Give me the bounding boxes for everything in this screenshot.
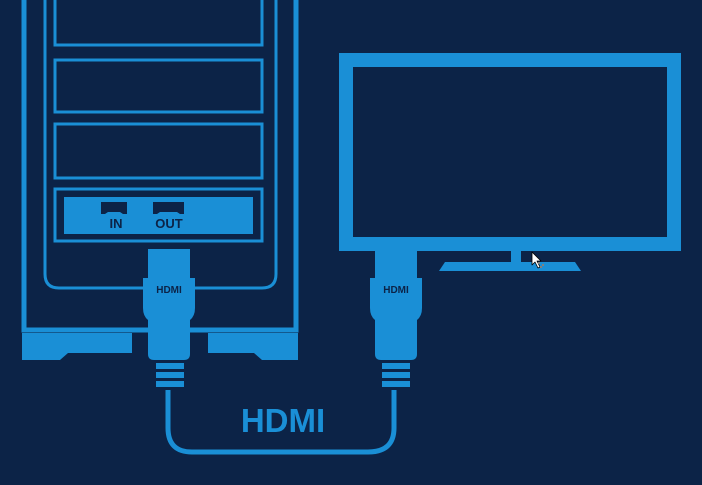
hdmi-out-label: OUT xyxy=(155,216,183,231)
connector-right-plug xyxy=(375,251,417,278)
hdmi-cable xyxy=(165,390,397,455)
connector-right-rib-3 xyxy=(382,381,410,387)
drive-bay-2 xyxy=(53,122,264,180)
port-panel-frame xyxy=(53,187,264,243)
hdmi-out-port-socket xyxy=(153,202,184,214)
connector-left-rib-1 xyxy=(156,363,184,369)
connector-left-body xyxy=(143,278,195,360)
connector-left-plug xyxy=(148,249,190,278)
monitor-screen-bezel xyxy=(339,53,681,251)
tower-foot-left xyxy=(22,333,132,360)
connector-right-body xyxy=(370,278,422,360)
tower-feet xyxy=(22,333,298,360)
hdmi-connector-left: HDMI xyxy=(143,249,195,387)
connector-right-rib-1 xyxy=(382,363,410,369)
monitor-neck xyxy=(511,251,521,263)
connector-right-rib-2 xyxy=(382,372,410,378)
connector-right-label: HDMI xyxy=(383,285,409,296)
monitor xyxy=(339,53,681,271)
hdmi-in-port-socket xyxy=(101,202,127,214)
hdmi-in-port: IN xyxy=(101,202,127,231)
mouse-cursor-icon xyxy=(531,251,544,269)
drive-bay-top xyxy=(53,0,264,47)
hdmi-connector-right: HDMI xyxy=(370,251,422,387)
hdmi-out-port: OUT xyxy=(153,202,184,231)
monitor-stand-base xyxy=(439,262,581,271)
cable-label: HDMI xyxy=(241,402,325,439)
drive-bay-1 xyxy=(53,58,264,114)
tower-foot-right xyxy=(208,333,298,360)
connector-left-rib-3 xyxy=(156,381,184,387)
hdmi-in-label: IN xyxy=(110,216,123,231)
connector-left-rib-2 xyxy=(156,372,184,378)
connector-left-label: HDMI xyxy=(156,285,182,296)
